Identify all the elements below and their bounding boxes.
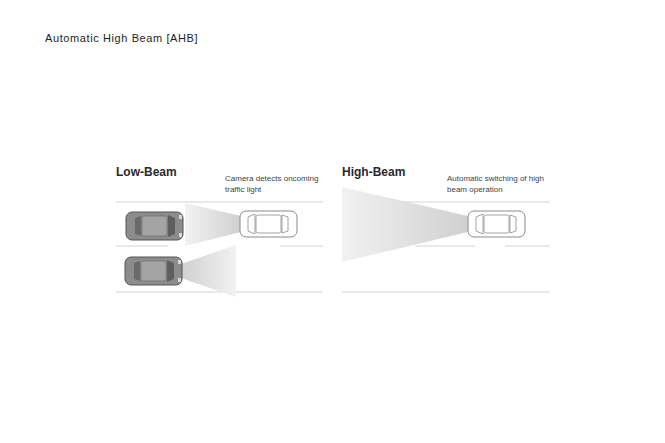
own-car [468,211,525,237]
low-beam [181,245,236,297]
annotation: Camera detects oncoming traffic light [225,173,321,195]
diagram-title: Automatic High Beam [AHB] [45,32,198,44]
preceding-car [125,257,182,285]
annotation: Automatic switching of high beam operati… [447,173,551,195]
panel-heading: High-Beam [342,165,405,179]
high-beam [342,187,468,262]
panel-heading: Low-Beam [116,165,177,179]
own-car [240,211,297,237]
oncoming-car [126,212,183,240]
low-beam [185,203,241,246]
